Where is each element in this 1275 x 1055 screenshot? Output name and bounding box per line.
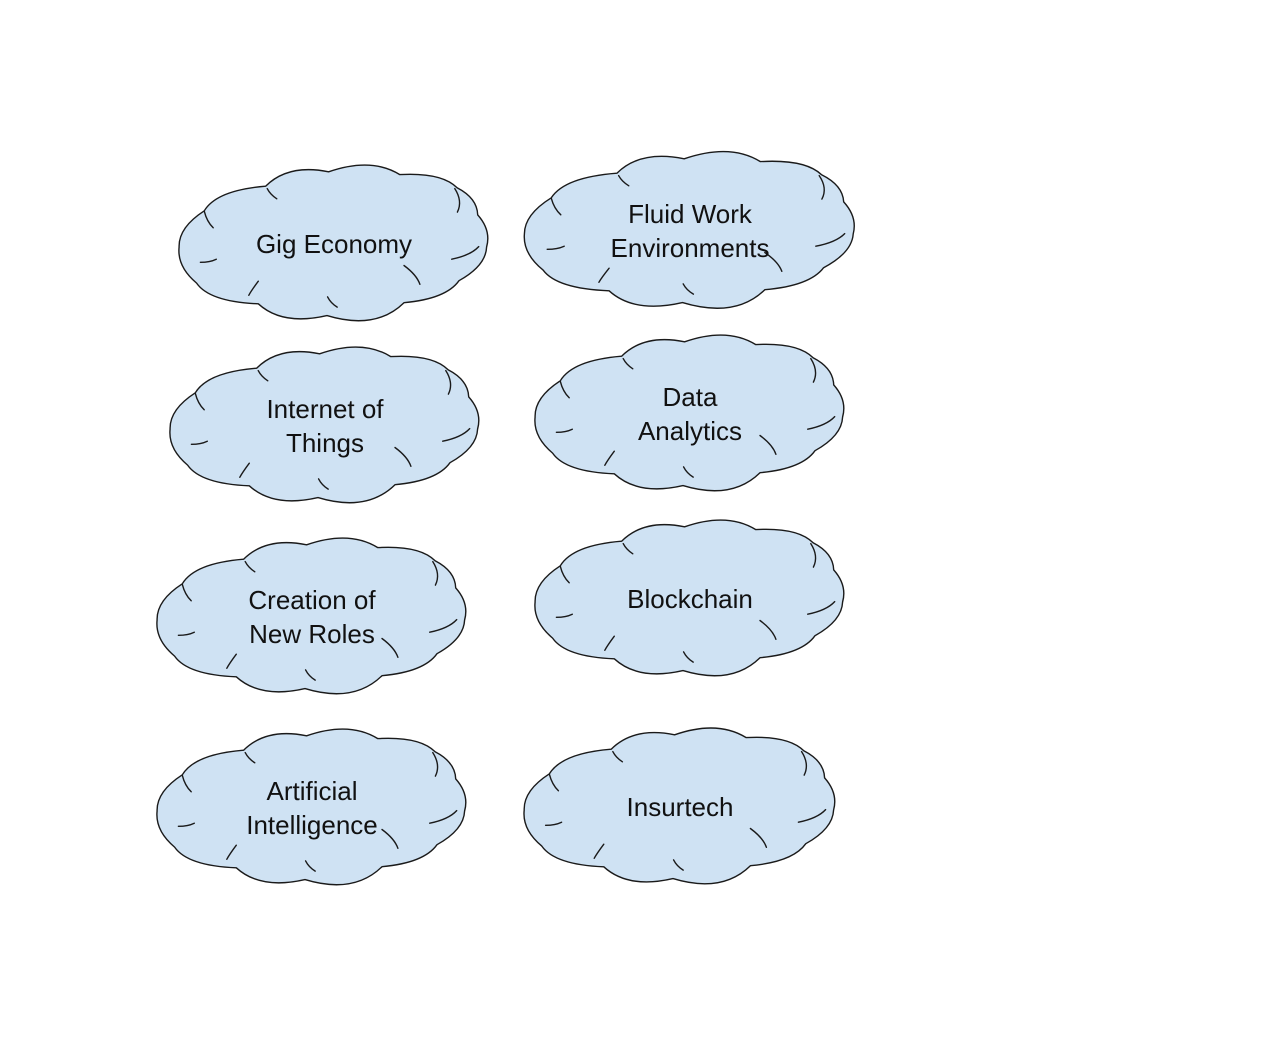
cloud-inner-arc bbox=[682, 651, 694, 663]
cloud-label-artificial-intelligence: Artificial Intelligence bbox=[246, 775, 378, 840]
cloud-inner-arc bbox=[239, 462, 250, 478]
cloud-label-creation-of-new-roles: Creation of New Roles bbox=[248, 584, 376, 649]
cloud-inner-arc bbox=[244, 560, 256, 573]
cloud-inner-arc bbox=[445, 369, 452, 395]
cloud-icon bbox=[534, 519, 845, 677]
cloud-inner-arc bbox=[559, 380, 570, 399]
cloud-inner-arc bbox=[381, 828, 399, 849]
cloud-inner-arc bbox=[622, 542, 634, 555]
cloud-inner-arc bbox=[442, 427, 471, 442]
cloud-inner-arc bbox=[617, 174, 630, 187]
cloud-insurtech[interactable]: Insurtech bbox=[520, 727, 840, 885]
cloud-label-data-analytics: Data Analytics bbox=[637, 381, 743, 446]
cloud-inner-arc bbox=[682, 466, 694, 478]
cloud-artificial-intelligence[interactable]: Artificial Intelligence bbox=[153, 728, 471, 886]
cloud-inner-arc bbox=[248, 280, 259, 296]
cloud-outline bbox=[178, 164, 489, 322]
cloud-inner-arc bbox=[429, 809, 458, 824]
cloud-inner-arc bbox=[257, 369, 269, 382]
cloud-inner-arc bbox=[304, 860, 316, 872]
cloud-creation-of-new-roles[interactable]: Creation of New Roles bbox=[153, 537, 471, 695]
cloud-inner-arc bbox=[266, 187, 278, 200]
cloud-inner-arc bbox=[451, 245, 480, 260]
cloud-inner-arc bbox=[317, 478, 329, 490]
cloud-inner-arc bbox=[604, 635, 615, 651]
cloud-inner-arc bbox=[555, 428, 573, 433]
cloud-inner-arc bbox=[177, 822, 195, 827]
cloud-inner-arc bbox=[818, 174, 825, 200]
cloud-inner-arc bbox=[810, 357, 817, 383]
cloud-inner-arc bbox=[759, 619, 777, 640]
cloud-inner-arc bbox=[555, 613, 573, 618]
cloud-inner-arc bbox=[559, 565, 570, 584]
cloud-inner-arc bbox=[181, 774, 192, 793]
cloud-inner-arc bbox=[810, 542, 817, 568]
cloud-icon bbox=[156, 728, 467, 886]
cloud-inner-arc bbox=[604, 450, 615, 466]
cloud-inner-arc bbox=[807, 600, 836, 615]
cloud-label-gig-economy: Gig Economy bbox=[255, 228, 413, 259]
cloud-inner-arc bbox=[454, 187, 461, 213]
cloud-inner-arc bbox=[807, 415, 836, 430]
cloud-icon bbox=[534, 334, 845, 492]
cloud-inner-arc bbox=[429, 618, 458, 633]
cloud-inner-arc bbox=[432, 751, 439, 777]
cloud-fluid-work-environments[interactable]: Fluid Work Environments bbox=[520, 150, 860, 309]
cloud-inner-arc bbox=[749, 827, 768, 848]
cloud-inner-arc bbox=[226, 844, 237, 860]
cloud-inner-arc bbox=[764, 251, 783, 272]
cloud-icon bbox=[169, 346, 480, 504]
cloud-inner-arc bbox=[177, 631, 195, 636]
cloud-inner-arc bbox=[800, 750, 808, 776]
cloud-inner-arc bbox=[394, 446, 412, 467]
cloud-icon bbox=[523, 727, 836, 885]
cloud-label-insurtech: Insurtech bbox=[626, 791, 734, 822]
cloud-inner-arc bbox=[326, 296, 338, 308]
cloud-inner-arc bbox=[244, 751, 256, 764]
cloud-gig-economy[interactable]: Gig Economy bbox=[175, 164, 493, 322]
cloud-inner-arc bbox=[548, 773, 560, 792]
cloud-outline bbox=[156, 728, 467, 886]
cloud-inner-arc bbox=[550, 197, 562, 216]
cloud-inner-arc bbox=[672, 859, 684, 871]
cloud-inner-arc bbox=[612, 750, 624, 763]
cloud-inner-arc bbox=[190, 440, 208, 445]
cloud-inner-arc bbox=[598, 267, 610, 283]
cloud-inner-arc bbox=[622, 357, 634, 370]
cloud-outline bbox=[523, 727, 836, 885]
cloud-inner-arc bbox=[759, 434, 777, 455]
cloud-inner-arc bbox=[797, 808, 827, 823]
cloud-internet-of-things[interactable]: Internet of Things bbox=[166, 346, 484, 504]
cloud-inner-arc bbox=[682, 283, 695, 295]
cloud-inner-arc bbox=[304, 669, 316, 681]
cloud-icon bbox=[523, 150, 855, 309]
cloud-inner-arc bbox=[181, 583, 192, 602]
cloud-inner-arc bbox=[815, 232, 846, 247]
cloud-inner-arc bbox=[226, 653, 237, 669]
cloud-label-internet-of-things: Internet of Things bbox=[266, 393, 384, 458]
cloud-inner-arc bbox=[546, 245, 565, 250]
cloud-blockchain[interactable]: Blockchain bbox=[531, 519, 849, 677]
cloud-inner-arc bbox=[203, 210, 214, 229]
cloud-inner-arc bbox=[593, 843, 605, 859]
cloud-inner-arc bbox=[403, 264, 421, 285]
cloud-data-analytics[interactable]: Data Analytics bbox=[531, 334, 849, 492]
cloud-label-fluid-work-environments: Fluid Work Environments bbox=[610, 198, 770, 263]
cloud-outline bbox=[534, 334, 845, 492]
cloud-icon bbox=[178, 164, 489, 322]
cloud-inner-arc bbox=[194, 392, 205, 411]
cloud-inner-arc bbox=[432, 560, 439, 586]
cloud-label-blockchain: Blockchain bbox=[627, 583, 753, 614]
cloud-outline bbox=[169, 346, 480, 504]
cloud-inner-arc bbox=[544, 821, 563, 826]
cloud-inner-arc bbox=[199, 258, 217, 263]
cloud-inner-arc bbox=[381, 637, 399, 658]
cloud-icon bbox=[156, 537, 467, 695]
cloud-outline bbox=[523, 150, 855, 309]
cloud-outline bbox=[156, 537, 467, 695]
cloud-outline bbox=[534, 519, 845, 677]
